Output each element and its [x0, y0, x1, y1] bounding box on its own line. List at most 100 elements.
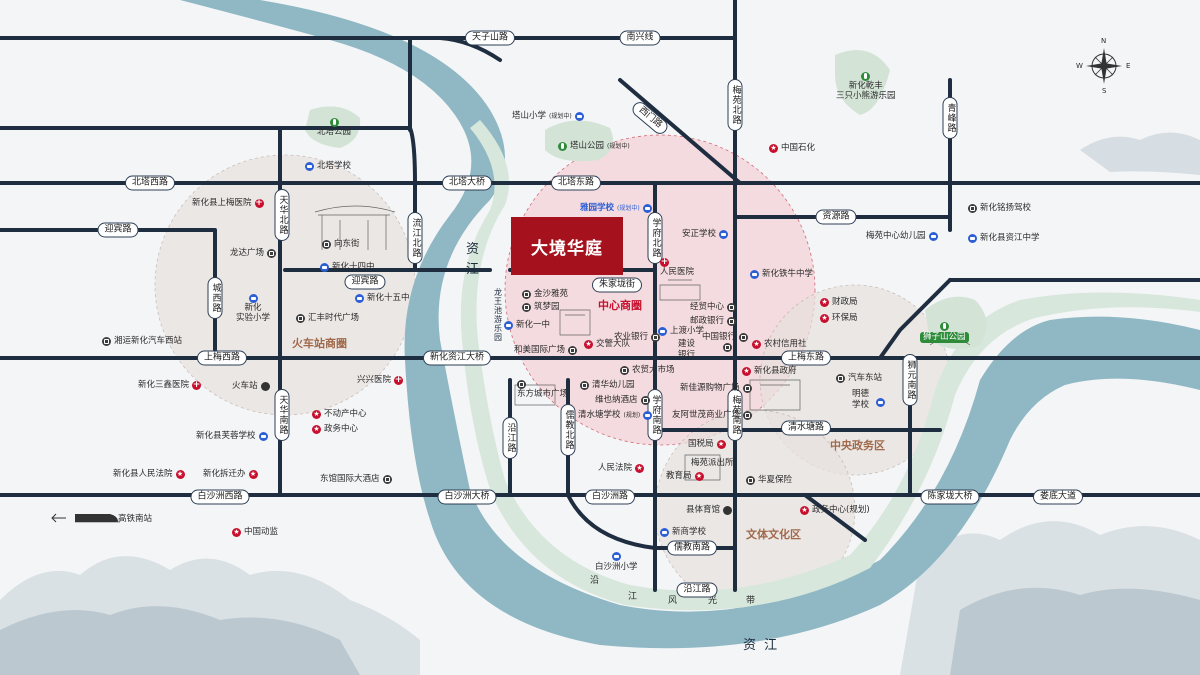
poi-label: 人民法院 — [598, 463, 633, 474]
poi-beita-park[interactable]: 北塔公园 — [317, 118, 351, 137]
poi-tiyu[interactable]: 县体育馆 — [686, 506, 733, 515]
poi-label-2: 三只小熊游乐园 — [836, 90, 896, 101]
poi-zhengwu-plan[interactable]: 政务中心(规划) — [800, 506, 870, 515]
star-icon — [584, 340, 593, 349]
poi-jinsha[interactable]: 金沙雅苑 — [522, 290, 568, 299]
poi-caizheng[interactable]: 财政局 — [820, 298, 858, 307]
poi-nongye[interactable]: 农业银行 — [614, 333, 661, 342]
poi-furong[interactable]: 新化县芙蓉学校 — [196, 432, 268, 441]
project-marker[interactable]: 大境华庭 — [511, 217, 623, 275]
poi-label: 新化 — [244, 303, 262, 313]
poi-shihua[interactable]: 中国石化 — [769, 144, 815, 153]
poi-xiangyun-bus[interactable]: 湘运新化汽车西站 — [102, 337, 182, 346]
poi-shangdu[interactable]: 上渡小学 — [658, 327, 704, 336]
poi-xh14[interactable]: 新化十四中 — [320, 263, 375, 272]
compass-icon — [1086, 48, 1122, 84]
poi-xiangdong[interactable]: 向东街 — [322, 240, 360, 249]
road-yanjiang-vertical: 沿江路 — [502, 417, 518, 459]
road-meiyuan-south: 梅苑南路 — [727, 389, 743, 441]
district-center: 中心商圈 — [598, 299, 642, 312]
poi-jiaojing[interactable]: 交警大队 — [584, 340, 630, 349]
poi-zijiang-school[interactable]: 新化县资江中学 — [968, 234, 1040, 243]
poi-label: 人民医院 — [660, 267, 695, 277]
poi-nongmao[interactable]: 农贸大市场 — [620, 366, 675, 375]
poi-huochezhan[interactable]: 火车站 — [232, 382, 270, 391]
train-station-icon — [260, 382, 270, 391]
poi-xh15[interactable]: 新化十五中 — [355, 294, 410, 303]
poi-guotu[interactable]: 国税局 — [688, 440, 726, 449]
poi-youzheng[interactable]: 邮政银行 — [690, 316, 737, 327]
train-icon — [75, 514, 118, 522]
poi-xingxing[interactable]: 兴兴医院 — [357, 376, 404, 385]
poi-tieniu[interactable]: 新化铁牛中学 — [750, 270, 813, 279]
poi-jianshe[interactable]: 建设银行 — [678, 340, 695, 359]
poi-zhongguo-dx[interactable]: 中国动监 — [232, 528, 278, 537]
poi-jiaoyu[interactable]: 教育局 — [666, 472, 704, 481]
poi-huanbao[interactable]: 环保局 — [820, 314, 858, 323]
poi-renmin-hosp[interactable]: 人民医院 — [660, 258, 694, 277]
poi-youa[interactable]: 友阿世茂商业广场 — [672, 411, 753, 420]
poi-qiche-bus[interactable]: 汽车东站 — [836, 374, 882, 383]
poi-yizhong[interactable]: 新化一中 — [504, 321, 550, 330]
river-label-west-1: 资 — [466, 242, 482, 257]
poi-anzheng[interactable]: 安正学校 — [682, 230, 729, 239]
poi-weiye[interactable]: 维也纳酒店 — [595, 396, 650, 405]
poi-xinjia[interactable]: 新佳源购物广场 — [680, 384, 752, 393]
poi-qingshuitang-school[interactable]: 清水塘学校(规划) — [578, 411, 653, 420]
poi-beita-school[interactable]: 北塔学校 — [305, 162, 351, 171]
hospital-icon — [394, 376, 404, 385]
poi-label: 新化县上梅医院 — [192, 198, 252, 209]
poi-label: 邮政银行 — [690, 316, 725, 327]
tashan-park-area — [545, 120, 614, 162]
school-icon — [355, 294, 364, 303]
poi-gaotie[interactable]: 高铁南站 — [118, 515, 152, 524]
poi-dongfang[interactable]: 东方城市广场 — [517, 380, 568, 399]
road-baishazhou: 白沙洲路 — [584, 489, 636, 505]
greenbelt-char-1: 沿 — [590, 576, 600, 586]
poi-renmin-court[interactable]: 新化县人民法院 — [113, 470, 185, 479]
poi-mingde[interactable]: 明德学校 — [852, 390, 869, 409]
poi-qinghua-kg[interactable]: 清华幼儿园 — [580, 381, 635, 390]
kindergarten-icon — [580, 381, 589, 390]
greenbelt-char-5: 带 — [746, 596, 756, 606]
poi-meiyuan-office[interactable]: 梅苑派出所 — [691, 459, 734, 468]
poi-nongcun[interactable]: 农村信用社 — [752, 340, 807, 349]
poi-mingde-icon — [876, 398, 885, 407]
poi-xinhua-gov[interactable]: 新化县政府 — [742, 367, 797, 376]
poi-budong[interactable]: 不动产中心 — [312, 410, 367, 419]
poi-zhumeng[interactable]: 筑梦园 — [522, 303, 560, 312]
poi-shangmei-hosp[interactable]: 新化县上梅医院 — [192, 199, 264, 208]
poi-renfa[interactable]: 人民法院 — [598, 463, 645, 474]
poi-huifeng[interactable]: 汇丰时代广场 — [296, 314, 359, 323]
poi-hemei[interactable]: 和美国际广场 — [514, 346, 578, 355]
poi-baishazhou-school[interactable]: 白沙洲小学 — [595, 552, 638, 572]
poi-longda[interactable]: 龙达广场 — [230, 249, 277, 258]
poi-label: 汽车东站 — [848, 373, 883, 384]
river-label-west-2: 江 — [466, 262, 482, 277]
school-icon — [258, 432, 268, 441]
bank-icon — [723, 343, 732, 352]
poi-zhongguo-bank[interactable]: 中国银行 — [702, 333, 749, 342]
poi-meiyuan-kg[interactable]: 梅苑中心幼儿园 — [866, 232, 938, 241]
poi-sanxin[interactable]: 新化三鑫医院 — [138, 381, 202, 390]
poi-yayuan[interactable]: 雅园学校(规划中) — [580, 204, 652, 213]
mountain-decoration — [0, 132, 1200, 675]
poi-jingmao[interactable]: 经贸中心 — [690, 303, 737, 312]
poi-zhengwu[interactable]: 政务中心 — [312, 425, 358, 434]
poi-tashan-park[interactable]: 塔山公园(规划中) — [558, 142, 630, 151]
poi-shiyan[interactable]: 新化实验小学 — [236, 294, 270, 322]
poi-mingyang[interactable]: 新化铭扬驾校 — [968, 204, 1031, 213]
poi-tashan-school[interactable]: 塔山小学(规划中) — [512, 112, 584, 121]
road-shangmei-east: 上梅东路 — [780, 350, 832, 366]
compass-s: S — [1102, 87, 1107, 95]
poi-sanzhi[interactable]: 新化乾丰三只小熊游乐园 — [836, 72, 896, 100]
poi-huaxia[interactable]: 华夏保险 — [746, 476, 792, 485]
poi-xinshang[interactable]: 新商学校 — [660, 528, 706, 537]
poi-chaichu[interactable]: 新化拆迁办 — [203, 470, 258, 479]
poi-label: 雅园学校 — [580, 203, 615, 214]
poi-shizishan-park[interactable]: 狮子山公园 — [920, 322, 969, 343]
poi-dongpu[interactable]: 东馆国际大酒店 — [320, 475, 392, 484]
school-icon — [928, 232, 938, 241]
star-icon — [742, 367, 751, 376]
compass-n: N — [1101, 37, 1107, 45]
